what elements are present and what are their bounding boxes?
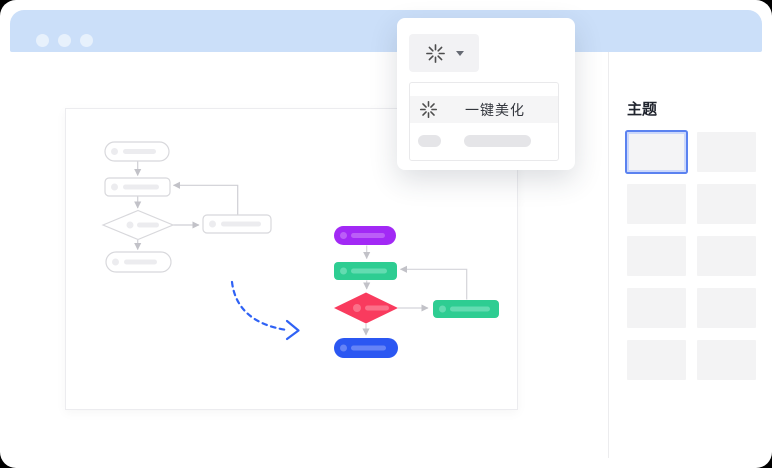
theme-thumbnail-8[interactable] (697, 288, 756, 328)
green-process-node[interactable] (334, 262, 397, 280)
sidebar-title: 主题 (627, 101, 658, 118)
window-dot-icon (36, 34, 49, 47)
beautify-popup: 一键美化 (397, 18, 575, 170)
colored-flowchart (334, 226, 499, 358)
header-bar (10, 10, 762, 52)
sparkle-burst-icon (419, 100, 438, 119)
theme-thumbnail-10[interactable] (697, 340, 756, 380)
menu-item-beautify[interactable]: 一键美化 (410, 96, 558, 123)
purple-start-node[interactable] (334, 226, 396, 245)
red-decision-node[interactable] (334, 292, 398, 324)
gray-end-node[interactable] (105, 251, 172, 273)
theme-thumbnail-1[interactable] (627, 132, 686, 172)
window-control-dots (36, 34, 93, 47)
connector (399, 265, 468, 300)
beautify-arrow (230, 280, 300, 341)
gray-process-node[interactable] (104, 177, 171, 197)
menu-item-label: 一键美化 (465, 101, 525, 118)
window-dot-icon (58, 34, 71, 47)
menu-placeholder-pill (418, 135, 441, 147)
theme-grid (627, 132, 756, 380)
sidebar-divider (608, 52, 609, 458)
theme-thumbnail-2[interactable] (697, 132, 756, 172)
menu-placeholder-pill (464, 135, 531, 147)
gray-flowchart (101, 141, 272, 273)
theme-thumbnail-6[interactable] (697, 236, 756, 276)
theme-thumbnail-5[interactable] (627, 236, 686, 276)
theme-thumbnail-4[interactable] (697, 184, 756, 224)
connector (172, 181, 239, 215)
flowchart-canvas (101, 141, 499, 358)
blue-end-node[interactable] (334, 338, 398, 358)
window-dot-icon (80, 34, 93, 47)
beautify-button[interactable] (409, 34, 479, 72)
green-side-node[interactable] (433, 300, 499, 318)
theme-thumbnail-7[interactable] (627, 288, 686, 328)
gray-decision-node[interactable] (101, 209, 175, 241)
gray-side-node[interactable] (202, 214, 272, 234)
caret-down-icon (455, 50, 464, 56)
theme-thumbnail-9[interactable] (627, 340, 686, 380)
beautify-menu: 一键美化 (409, 82, 559, 161)
theme-thumbnail-3[interactable] (627, 184, 686, 224)
gray-start-node[interactable] (104, 141, 170, 162)
sparkle-burst-icon (425, 43, 445, 63)
